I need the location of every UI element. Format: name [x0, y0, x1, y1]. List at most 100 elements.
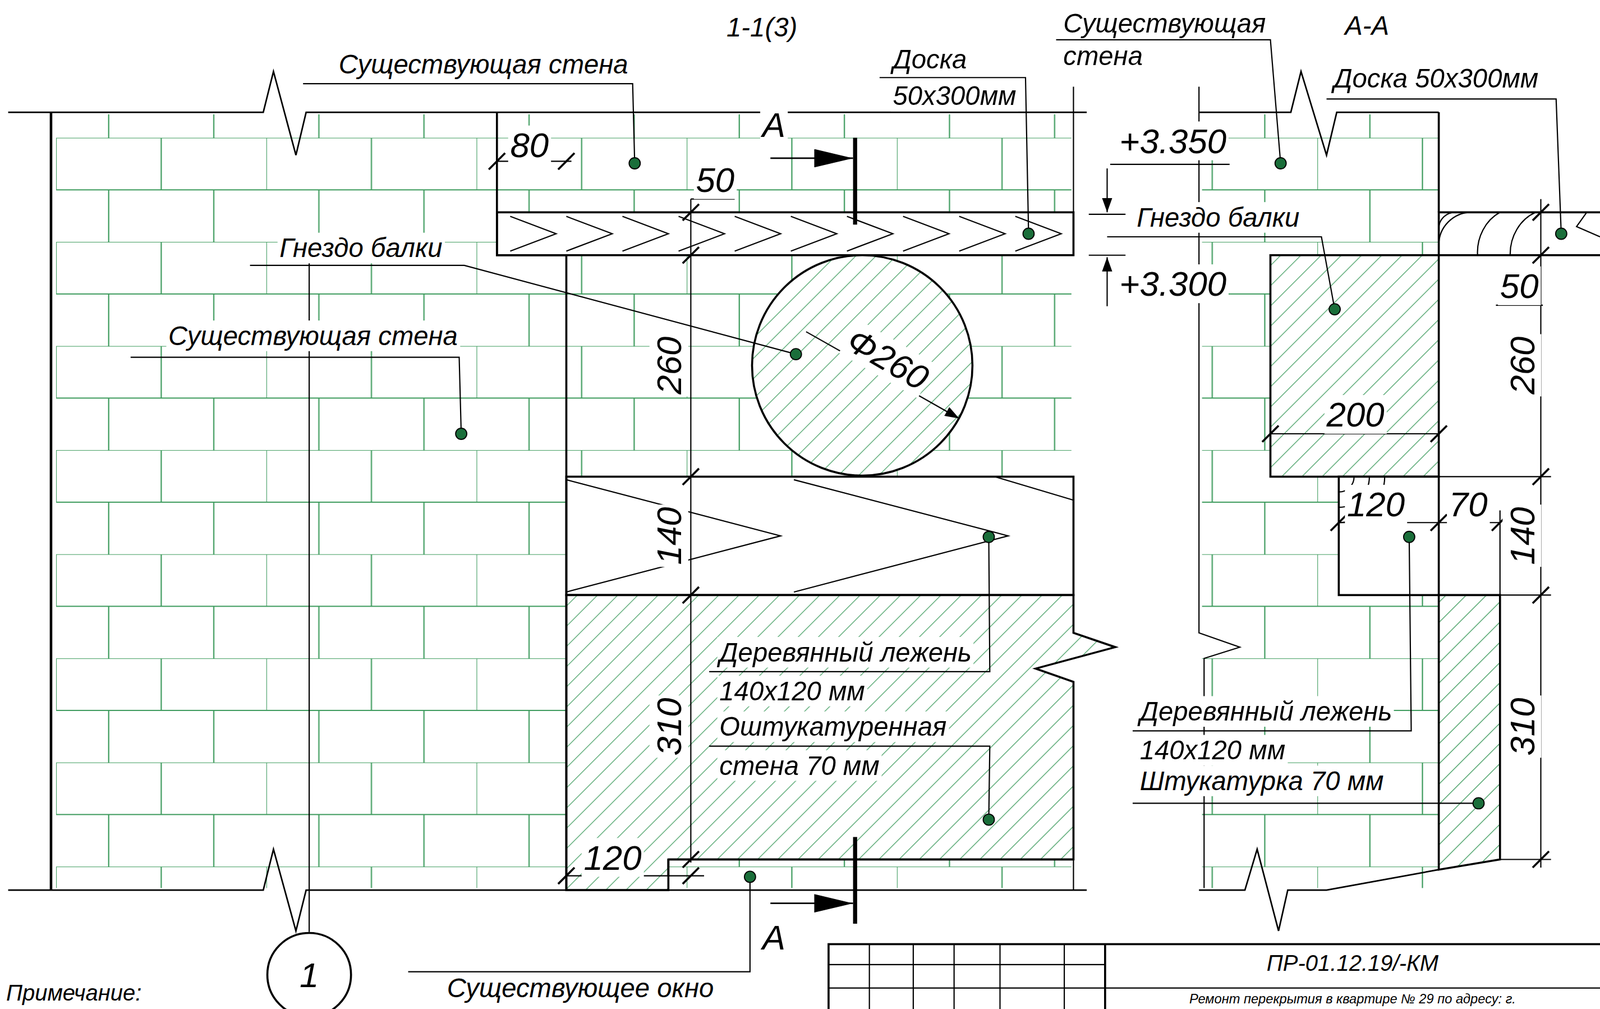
callout-text: Оштукатуренная стена 70 мм	[717, 711, 949, 781]
callout-text-box: Оштукатуренная стена 70 мм	[717, 706, 986, 785]
dimension-value: 120	[581, 837, 644, 877]
plaster-end-part	[1438, 594, 1501, 870]
section-letter-box: А	[760, 104, 788, 147]
title-block-part	[828, 943, 1600, 1009]
dimension-value: 120	[1344, 484, 1407, 524]
drawing-code: ПР-01.12.19/-КМ	[1264, 949, 1441, 976]
beam-nest-rect	[1270, 255, 1439, 477]
callout-text: Существующая стена	[336, 48, 631, 80]
leader-dots-part	[628, 157, 641, 169]
plaster-end	[1438, 594, 1501, 870]
elevation-mark-box: +3.300	[1117, 263, 1229, 306]
section-title: А-А	[1343, 10, 1392, 41]
sill-beam-part	[566, 476, 1074, 592]
board-end-part	[1438, 212, 1600, 255]
drawing-code-box: ПР-01.12.19/-КМ	[1106, 949, 1598, 977]
dimension-value-box: 310	[1501, 695, 1544, 758]
axis-number: 1	[299, 954, 319, 995]
section-letter: А	[760, 104, 788, 144]
callout-text-box: Деревянный лежень 140х120 мм	[717, 632, 986, 711]
dimension-value-box: 260	[648, 334, 691, 397]
leader-dots-part	[455, 428, 467, 440]
wall-outline-part	[8, 848, 1088, 931]
callout-text-box: Существующая стена	[166, 320, 460, 352]
section-cut-mark	[770, 138, 855, 924]
dimension-value-box: 50	[693, 159, 737, 202]
dimension-value: 50	[693, 160, 737, 200]
callout-text: Штукатурка 70 мм	[1137, 765, 1386, 797]
leader-lines-part	[1106, 236, 1335, 310]
dimension-value-box: 120	[581, 836, 644, 879]
drawing-title: Ремонт перекрытия в квартире № 29 по адр…	[1187, 990, 1518, 1006]
dimension-lines	[488, 153, 960, 884]
callout-text: Существующее окно	[444, 972, 716, 1004]
callout-text: Доска 50х300мм	[890, 43, 1019, 112]
dimension-value-box: 140	[648, 504, 691, 567]
board-section-part	[497, 212, 1074, 255]
plaster-end-part	[1438, 594, 1501, 870]
drawing-title-box: Ремонт перекрытия в квартире № 29 по адр…	[1106, 990, 1598, 1008]
dimension-value: 50	[1497, 266, 1541, 306]
beam-nest-circle-part	[752, 255, 973, 476]
wall-outline-part	[497, 112, 567, 890]
dimension-lines-aa-part	[1110, 163, 1230, 165]
board-section-part	[509, 216, 1061, 252]
leader-dots-part	[790, 348, 802, 360]
dimension-value: 200	[1324, 394, 1387, 434]
callout-text-box: Штукатурка 70 мм	[1137, 765, 1386, 797]
dimension-value-box: 200	[1324, 393, 1387, 436]
leader-dots-part	[744, 870, 756, 882]
dimension-lines-aa-part	[1438, 476, 1552, 859]
leader-dots-part	[982, 814, 995, 826]
leader-dots-part	[1403, 531, 1415, 543]
beam-nest-rect-part	[1270, 255, 1439, 477]
board-end	[1438, 212, 1600, 255]
leader-lines	[130, 39, 1562, 972]
leader-lines-part	[130, 357, 462, 434]
board-section	[497, 212, 1074, 255]
dimension-value: 260	[1502, 334, 1542, 397]
section-letter-box: А	[760, 916, 788, 959]
wall-outline-aa-part	[1437, 112, 1441, 213]
sill-beam	[566, 476, 1074, 595]
sill-beam-part	[566, 476, 1074, 595]
callout-text: Доска 50х300мм	[1331, 63, 1541, 95]
brick-masonry	[56, 114, 1439, 889]
section-cut-mark-part	[770, 157, 853, 160]
leader-dots-part	[1022, 228, 1034, 240]
leader-lines-part	[302, 83, 635, 164]
callout-text-box: Доска 50х300мм	[890, 40, 1034, 115]
callout-text-box: Существующая стена	[336, 48, 631, 81]
plaster-layer	[566, 594, 1116, 890]
dimension-lines-aa-part	[1088, 214, 1126, 256]
sill-beam-end-part	[1338, 476, 1439, 595]
note-heading-box: Примечание:	[3, 979, 144, 1006]
elevation-mark: +3.300	[1117, 264, 1229, 303]
grid-axis-bubble: 1	[266, 931, 353, 1009]
callout-text-box: Доска 50х300мм	[1331, 63, 1541, 95]
dimension-lines-aa-part	[1106, 168, 1108, 213]
dimension-value-box: 140	[1501, 504, 1544, 567]
elevation-mark-box: +3.350	[1117, 120, 1229, 163]
dimension-value-box: 310	[648, 695, 691, 758]
board-end-part	[1438, 212, 1600, 255]
callout-text: Существующая стена	[166, 320, 460, 352]
wall-outline-part	[668, 858, 1074, 876]
dimension-value-box: 80	[508, 124, 551, 167]
plaster-layer-part	[566, 594, 1116, 890]
wall-outline-part	[49, 112, 53, 890]
callout-text: Деревянный лежень 140х120 мм	[1137, 695, 1395, 766]
callout-text: Гнездо балки	[1134, 201, 1302, 233]
dimension-lines-aa	[1088, 164, 1552, 868]
dimension-value: 80	[508, 125, 551, 165]
dimension-value: 140	[1502, 504, 1542, 567]
callout-text-box: Существующая стена	[1061, 7, 1281, 73]
leader-dots-part	[1473, 797, 1485, 809]
title-block-part	[1104, 943, 1107, 1009]
leader-lines-part	[1326, 98, 1562, 234]
callout-text: Гнездо балки	[277, 232, 445, 264]
leader-dots-part	[1555, 228, 1567, 240]
beam-nest-circle-part	[752, 255, 973, 476]
section-cut-mark-part	[853, 138, 858, 924]
